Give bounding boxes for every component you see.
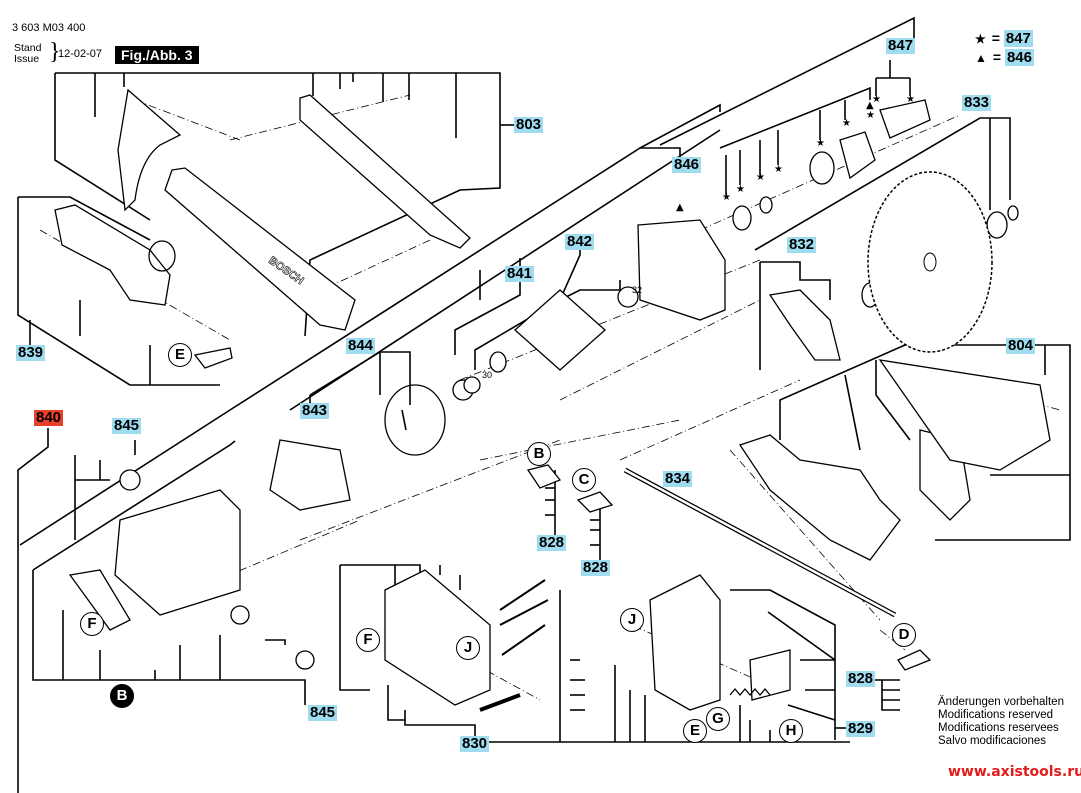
part-label-839[interactable]: 839 — [16, 344, 46, 361]
document-code: 3 603 M03 400 — [12, 22, 86, 34]
part-label-803[interactable]: 803 — [514, 116, 544, 133]
callout-h: H — [779, 719, 803, 743]
brace-icon: } — [49, 39, 61, 65]
dimension-label-30: 30 — [482, 370, 493, 380]
saw-blade — [867, 171, 993, 353]
callout-e-bottom: E — [683, 719, 707, 743]
callout-f-mid: F — [356, 628, 380, 652]
stand-issue-label: Stand Issue — [14, 43, 41, 65]
svg-text:★: ★ — [816, 138, 825, 149]
callout-j-mid: J — [456, 636, 480, 660]
callout-e-top: E — [168, 343, 192, 367]
svg-text:★: ★ — [866, 110, 875, 121]
svg-text:★: ★ — [842, 118, 851, 129]
part-label-804[interactable]: 804 — [1006, 337, 1036, 354]
modifications-notice: Änderungen vorbehalten Modifications res… — [938, 696, 1064, 748]
dimension-label-32: 32 — [632, 285, 643, 295]
part-label-844[interactable]: 844 — [346, 337, 376, 354]
part-label-846[interactable]: 846 — [672, 156, 702, 173]
svg-text:★: ★ — [722, 192, 731, 203]
callout-j-right: J — [620, 608, 644, 632]
stand-label: Stand — [14, 42, 42, 54]
star-icon: ★ — [975, 32, 986, 46]
callout-g: G — [706, 707, 730, 731]
svg-text:▲: ▲ — [866, 100, 874, 111]
components — [54, 88, 1051, 712]
grouping-brackets — [17, 16, 1071, 793]
note-de: Änderungen vorbehalten — [938, 696, 1064, 708]
part-label-845-bottom[interactable]: 845 — [308, 704, 338, 721]
svg-text:★: ★ — [756, 172, 765, 183]
legend: ★ = 847 ▲ = 846 — [975, 30, 1034, 66]
issue-label: Issue — [14, 53, 40, 65]
legend-row-star: ★ = 847 — [975, 30, 1034, 47]
note-en: Modifications reserved — [938, 709, 1054, 721]
part-label-847[interactable]: 847 — [886, 37, 916, 54]
legend-equals: = — [991, 30, 1000, 46]
figure-label: Fig./Abb. 3 — [115, 46, 199, 64]
svg-text:★: ★ — [872, 94, 881, 105]
legend-row-triangle: ▲ = 846 — [975, 49, 1034, 66]
legend-equals: = — [992, 49, 1002, 65]
part-label-828-d[interactable]: 828 — [846, 670, 876, 687]
part-label-841[interactable]: 841 — [505, 265, 535, 282]
part-label-829[interactable]: 829 — [846, 720, 876, 737]
callout-b: B — [527, 442, 551, 466]
issue-date: 12-02-07 — [58, 48, 103, 60]
star-markers: ★★ ★▲ ★★ ★★ ★★ ▲ — [676, 94, 915, 213]
part-label-830[interactable]: 830 — [460, 735, 490, 752]
part-label-840[interactable]: 840 — [34, 409, 64, 426]
legend-part-846[interactable]: 846 — [1004, 49, 1034, 66]
callout-f-left: F — [80, 612, 104, 636]
callout-c: C — [572, 468, 596, 492]
part-label-833[interactable]: 833 — [962, 94, 992, 111]
callout-d: D — [892, 623, 916, 647]
part-label-834[interactable]: 834 — [663, 470, 693, 487]
note-fr: Modifications reservees — [938, 722, 1059, 734]
part-label-828-b[interactable]: 828 — [537, 534, 567, 551]
note-es: Salvo modificaciones — [938, 735, 1047, 747]
website-link[interactable]: www.axistools.ru — [948, 764, 1081, 780]
svg-text:★: ★ — [774, 164, 783, 175]
svg-text:★: ★ — [906, 94, 915, 105]
svg-text:▲: ▲ — [676, 202, 684, 213]
triangle-icon: ▲ — [975, 51, 987, 65]
part-label-828-c[interactable]: 828 — [581, 559, 611, 576]
legend-part-847[interactable]: 847 — [1003, 30, 1033, 47]
svg-text:★: ★ — [736, 184, 745, 195]
part-label-832[interactable]: 832 — [787, 236, 817, 253]
part-label-843[interactable]: 843 — [300, 402, 330, 419]
callout-b-filled: B — [110, 684, 134, 708]
part-label-845-top[interactable]: 845 — [112, 417, 142, 434]
part-label-842[interactable]: 842 — [565, 233, 595, 250]
